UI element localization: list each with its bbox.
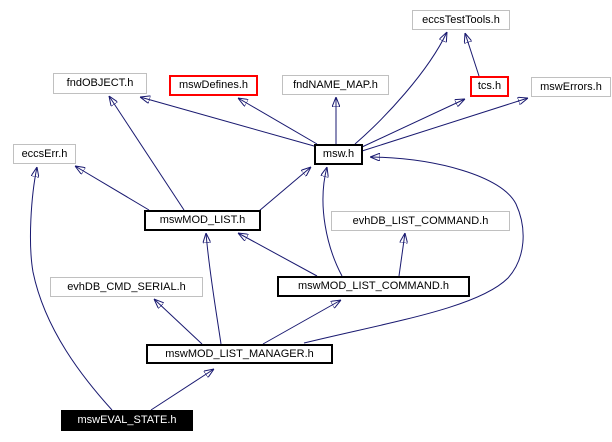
- edge-msw-to-eccsTestTools: [354, 32, 447, 145]
- node-eccsTestTools-h: eccsTestTools.h: [412, 10, 510, 30]
- node-evhDB_LIST_COMMAND-h: evhDB_LIST_COMMAND.h: [331, 211, 510, 231]
- edge-msw-to-mswErrors: [361, 98, 528, 152]
- node-fndNAME_MAP-h: fndNAME_MAP.h: [282, 75, 389, 95]
- edge-mswMOD_LIST_COMMAND-to-evhDB_LIST_COMMAND: [398, 233, 405, 277]
- node-mswMOD_LIST-h[interactable]: mswMOD_LIST.h: [144, 210, 261, 231]
- edge-mswMOD_LIST_COMMAND-to-msw: [323, 167, 343, 277]
- edge-mswMOD_LIST_COMMAND-to-mswMOD_LIST: [238, 233, 318, 277]
- edge-msw-to-tcs: [361, 99, 465, 148]
- node-mswMOD_LIST_COMMAND-h[interactable]: mswMOD_LIST_COMMAND.h: [277, 276, 470, 297]
- edge-mswMOD_LIST_MANAGER-to-mswMOD_LIST_COMMAND: [262, 300, 341, 345]
- edge-msw-to-mswDefines: [238, 98, 318, 145]
- edge-mswMOD_LIST_MANAGER-to-evhDB_CMD_SERIAL: [154, 299, 203, 345]
- edge-mswMOD_LIST-to-eccsErr: [75, 166, 150, 211]
- node-tcs-h[interactable]: tcs.h: [470, 76, 509, 97]
- node-mswEVAL_STATE-h: mswEVAL_STATE.h: [61, 410, 193, 431]
- node-msw-h[interactable]: msw.h: [314, 144, 363, 165]
- edge-tcs-to-eccsTestTools: [465, 33, 480, 77]
- edge-mswMOD_LIST-to-fndOBJECT: [109, 96, 185, 211]
- edge-mswEVAL_STATE-to-eccsErr: [29, 167, 113, 411]
- node-mswErrors-h: mswErrors.h: [531, 77, 611, 97]
- node-eccsErr-h: eccsErr.h: [13, 144, 76, 164]
- edge-mswEVAL_STATE-to-mswMOD_LIST_MANAGER: [150, 369, 214, 411]
- edge-mswMOD_LIST_MANAGER-to-mswMOD_LIST: [206, 233, 222, 345]
- edge-mswMOD_LIST_MANAGER-to-msw: [303, 157, 524, 344]
- node-mswMOD_LIST_MANAGER-h[interactable]: mswMOD_LIST_MANAGER.h: [146, 344, 333, 364]
- node-evhDB_CMD_SERIAL-h: evhDB_CMD_SERIAL.h: [50, 277, 203, 297]
- edge-msw-to-fndOBJECT: [140, 97, 315, 147]
- edge-mswMOD_LIST-to-msw: [258, 167, 311, 212]
- node-fndOBJECT-h: fndOBJECT.h: [53, 73, 147, 94]
- node-mswDefines-h[interactable]: mswDefines.h: [169, 75, 258, 96]
